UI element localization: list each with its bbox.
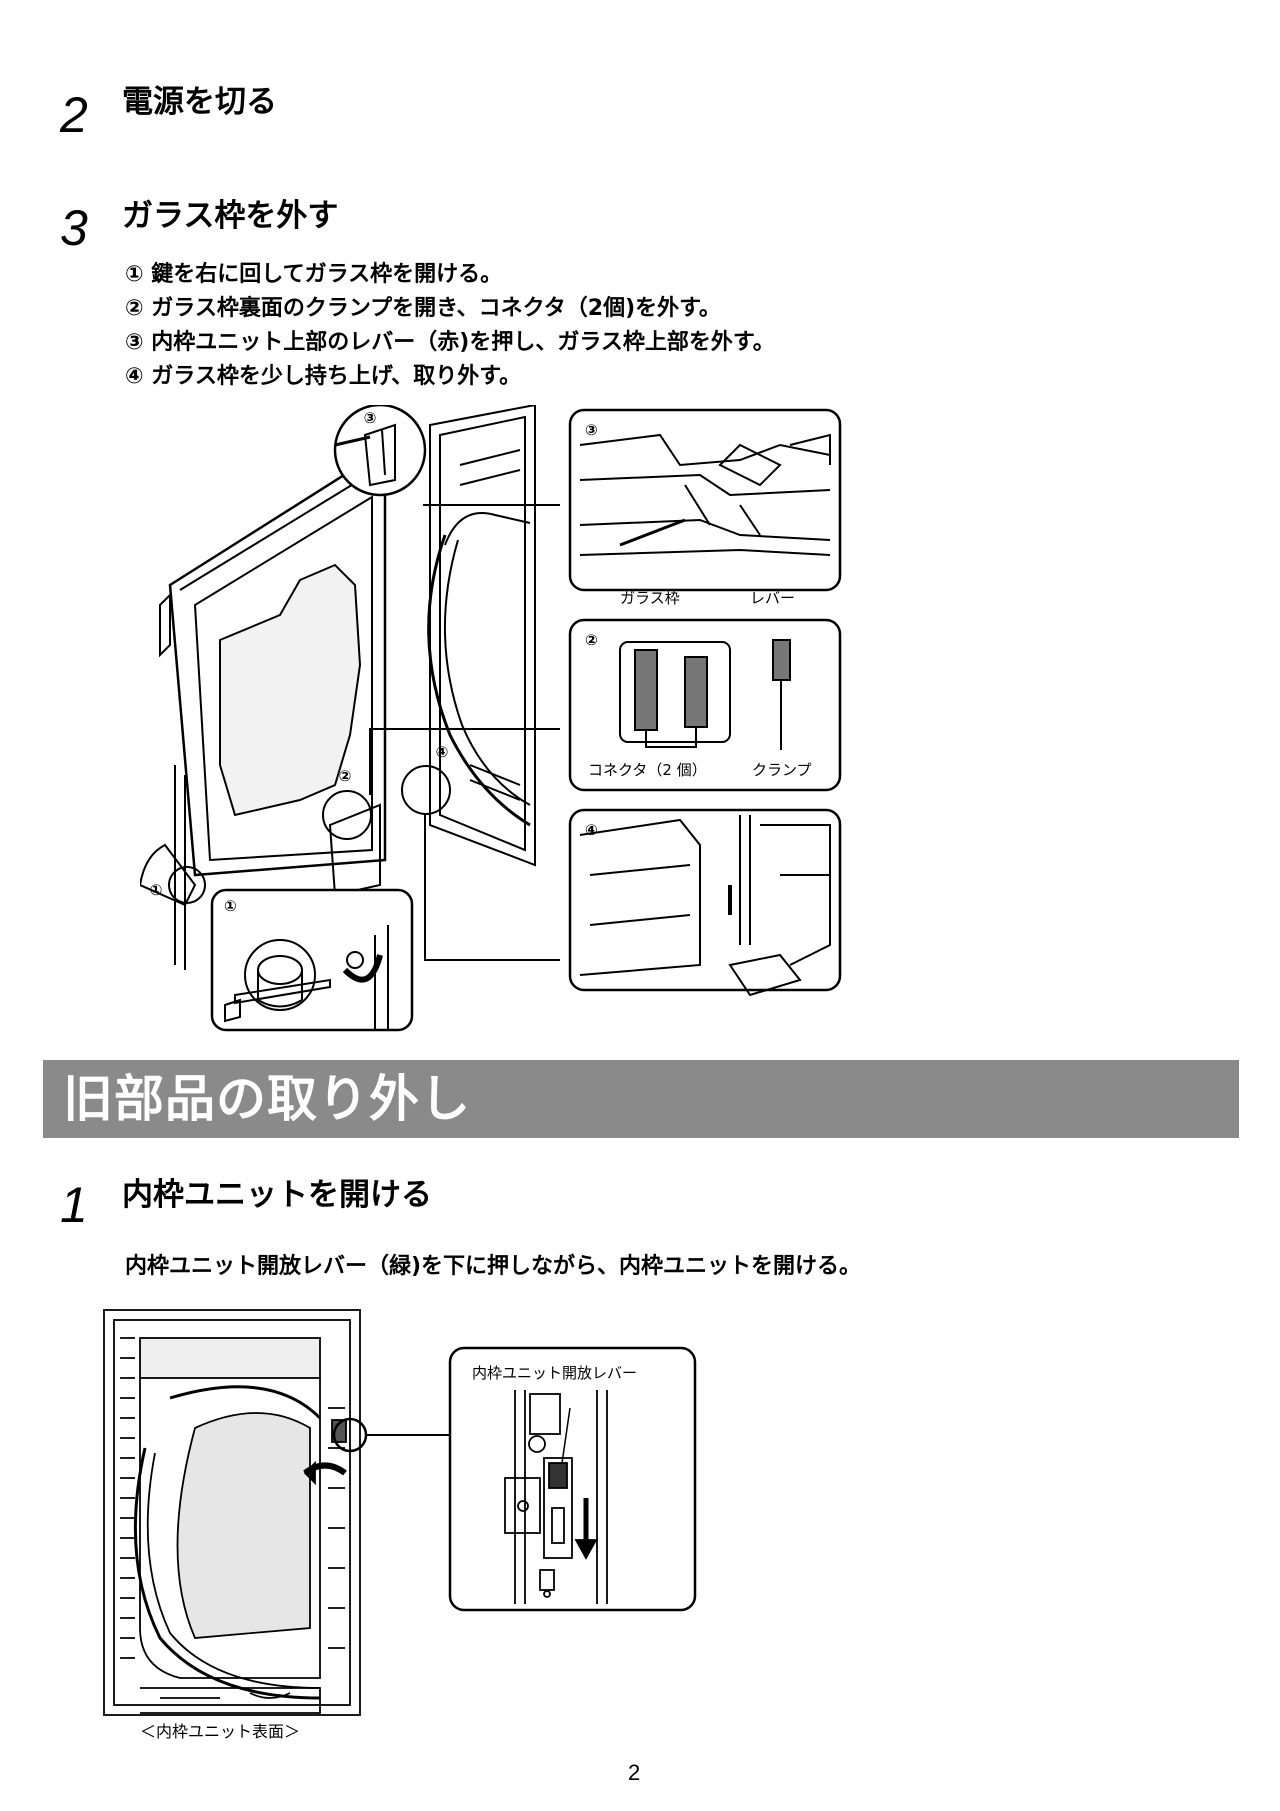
marker-2: ② bbox=[339, 767, 352, 785]
figure2-caption: ＜内枠ユニット表面＞ bbox=[140, 1722, 301, 1741]
detail3-label-glass: ガラス枠 bbox=[620, 589, 680, 607]
instruction-line: ② ガラス枠裏面のクランプを開き、コネクタ（2個)を外す。 bbox=[125, 296, 721, 321]
detail2-label-connector: コネクタ（2 個） bbox=[588, 761, 707, 779]
detail2-label-clamp: クランプ bbox=[752, 761, 812, 779]
detail3-label-lever: レバー bbox=[750, 589, 795, 607]
step-3-number: 3 bbox=[60, 200, 88, 256]
section-banner: 旧部品の取り外し bbox=[43, 1060, 1239, 1138]
step-2-title: 電源を切る bbox=[122, 84, 277, 120]
detail2-marker: ② bbox=[585, 631, 598, 649]
section-title: 旧部品の取り外し bbox=[63, 1070, 471, 1128]
marker-4: ④ bbox=[436, 743, 449, 761]
instruction-line: ③ 内枠ユニット上部のレバー（赤)を押し、ガラス枠上部を外す。 bbox=[125, 330, 775, 355]
detail1-marker: ① bbox=[224, 897, 237, 915]
release-lever-label: 内枠ユニット開放レバー bbox=[472, 1364, 637, 1382]
marker-3: ③ bbox=[364, 409, 377, 427]
marker-1: ① bbox=[150, 881, 163, 899]
detail3-marker: ③ bbox=[585, 421, 598, 439]
step-2-number: 2 bbox=[60, 87, 88, 143]
page-number: 2 bbox=[628, 1760, 641, 1785]
glass-frame-removal-illustration: ③ ② ④ ① ③ ガラス枠 レバー ② コネクタ（2 個） クランプ ④ ① bbox=[140, 405, 842, 1032]
step-3-instructions: ① 鍵を右に回してガラス枠を開ける。 ② ガラス枠裏面のクランプを開き、コネクタ… bbox=[125, 258, 775, 394]
step-3-title: ガラス枠を外す bbox=[122, 198, 339, 234]
instruction-line: ① 鍵を右に回してガラス枠を開ける。 bbox=[125, 262, 503, 287]
detail4-marker: ④ bbox=[585, 821, 598, 839]
inner-frame-unit-illustration: 内枠ユニット開放レバー bbox=[103, 1309, 697, 1716]
step-1-number: 1 bbox=[60, 1177, 88, 1233]
step-1-title: 内枠ユニットを開ける bbox=[122, 1177, 432, 1213]
step-1-instruction: 内枠ユニット開放レバー（緑)を下に押しながら、内枠ユニットを開ける。 bbox=[125, 1254, 862, 1279]
instruction-line: ④ ガラス枠を少し持ち上げ、取り外す。 bbox=[125, 364, 522, 389]
